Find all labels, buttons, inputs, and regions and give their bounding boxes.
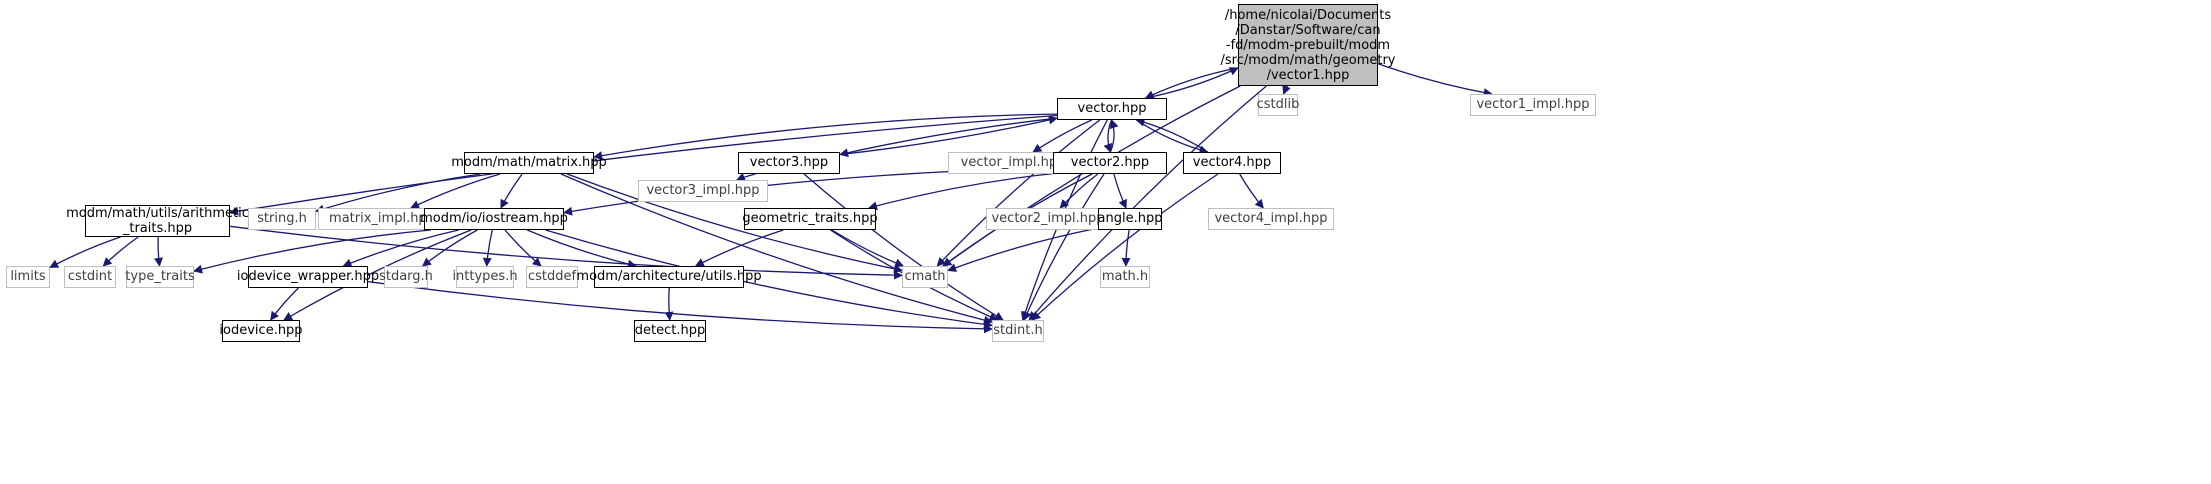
node-vector4[interactable]: vector4.hpp	[1183, 152, 1281, 174]
edge-iostream-to-inttypes	[482, 229, 493, 267]
node-vector1-impl: vector1_impl.hpp	[1470, 94, 1596, 116]
include-edges	[49, 63, 1493, 334]
edge-iostream-to-type_traits	[193, 229, 431, 274]
node-vector3[interactable]: vector3.hpp	[738, 152, 840, 174]
node-string-h: string.h	[248, 208, 316, 230]
node-vector4-impl: vector4_impl.hpp	[1208, 208, 1334, 230]
edge-iostream-to-arch_utils	[526, 229, 637, 269]
node-cmath: cmath	[902, 266, 948, 288]
node-angle[interactable]: angle.hpp	[1098, 208, 1162, 230]
edge-matrix-to-string_h	[315, 173, 481, 214]
edge-vector-to-arith	[229, 114, 1058, 216]
node-matrix-impl: matrix_impl.hpp	[318, 208, 446, 230]
node-iodev-wrapper[interactable]: iodevice_wrapper.hpp	[237, 266, 379, 288]
edge-angle-to-math_h	[1121, 229, 1131, 267]
edge-arch_utils-to-detect	[664, 287, 674, 321]
edge-iostream-to-cstddef	[504, 229, 542, 267]
edge-iodev_wrapper-to-stdint	[367, 280, 993, 334]
edge-vector2-to-vector	[1109, 119, 1119, 153]
edge-vector4-to-vector	[1135, 117, 1208, 153]
node-vector1[interactable]: /home/nicolai/Documents /Danstar/Softwar…	[1221, 4, 1396, 86]
edge-vector4-to-vector4_impl	[1239, 173, 1264, 209]
node-limits: limits	[6, 266, 50, 288]
edge-matrix-to-stdint	[560, 173, 993, 325]
node-vector[interactable]: vector.hpp	[1057, 98, 1167, 120]
node-cstdint: cstdint	[64, 266, 116, 288]
edge-vector-to-cmath	[936, 119, 1101, 267]
edge-matrix-to-cmath	[566, 173, 903, 274]
edge-vector3-to-vector	[839, 115, 1058, 156]
edge-angle-to-cmath	[947, 227, 1099, 272]
node-vector3-impl: vector3_impl.hpp	[638, 180, 768, 202]
edge-vector1-to-vector1_impl	[1377, 63, 1493, 97]
node-type-traits: type_traits	[125, 266, 195, 288]
edge-geom_traits-to-arch_utils	[694, 229, 784, 267]
edge-vector2-to-vector2_impl	[1059, 173, 1099, 209]
node-vector2-impl: vector2_impl.hpp	[986, 208, 1110, 230]
edge-matrix-to-iostream	[500, 173, 523, 209]
node-inttypes: inttypes.h	[452, 266, 518, 288]
edge-arith-to-limits	[49, 236, 121, 269]
edge-arith-to-cstdint	[102, 236, 139, 267]
node-arch-utils[interactable]: modm/architecture/utils.hpp	[576, 266, 762, 288]
edge-iostream-to-stdint	[545, 229, 993, 329]
node-cstdlib: cstdlib	[1257, 94, 1299, 116]
node-arith[interactable]: modm/math/utils/arithmetic _traits.hpp	[66, 205, 249, 237]
node-geom-traits[interactable]: geometric_traits.hpp	[742, 208, 878, 230]
edge-iostream-to-iodevice	[283, 229, 472, 321]
edge-iostream-to-stdarg	[421, 229, 478, 267]
edge-vector2-to-stdint	[1023, 173, 1105, 321]
edge-iodev_wrapper-to-iodevice	[270, 287, 299, 321]
edge-vector4-to-stdint	[1031, 173, 1219, 321]
edge-arith-to-cmath	[229, 225, 903, 280]
node-iostream[interactable]: modm/io/iostream.hpp	[420, 208, 568, 230]
edge-vector3-to-vector3_impl	[735, 172, 756, 182]
edge-vector2-to-geom_traits	[868, 172, 1054, 211]
node-vector2[interactable]: vector2.hpp	[1053, 152, 1167, 174]
edge-vector-to-vector3	[839, 117, 1058, 158]
edge-geom_traits-to-cmath	[831, 229, 905, 268]
edge-vector-to-matrix	[593, 113, 1058, 161]
edge-vector3-to-stdint	[803, 173, 1004, 321]
node-matrix[interactable]: modm/math/matrix.hpp	[451, 152, 607, 174]
node-iodevice[interactable]: iodevice.hpp	[219, 320, 303, 342]
node-cstddef: cstddef	[526, 266, 578, 288]
node-stdint: stdint.h	[992, 320, 1044, 342]
edge-vector1-to-cstdlib	[1282, 84, 1291, 95]
edge-vector1-to-stdint	[1028, 85, 1267, 321]
edge-vector-to-vector2	[1103, 119, 1113, 153]
node-detect[interactable]: detect.hpp	[634, 320, 706, 342]
node-vector-impl: vector_impl.hpp	[948, 152, 1078, 174]
edge-vector2-to-angle	[1113, 173, 1127, 209]
edge-matrix-to-matrix_impl	[410, 173, 501, 209]
edge-vector-to-vector1	[1145, 67, 1239, 99]
edge-vector1-to-vector	[1144, 67, 1239, 99]
edge-vector-to-vector_impl	[1032, 119, 1093, 153]
node-stdarg: stdarg.h	[379, 266, 433, 288]
edge-iostream-to-iodev_wrapper	[342, 229, 459, 268]
node-math-h: math.h	[1100, 266, 1150, 288]
edge-arith-to-type_traits	[154, 236, 163, 267]
